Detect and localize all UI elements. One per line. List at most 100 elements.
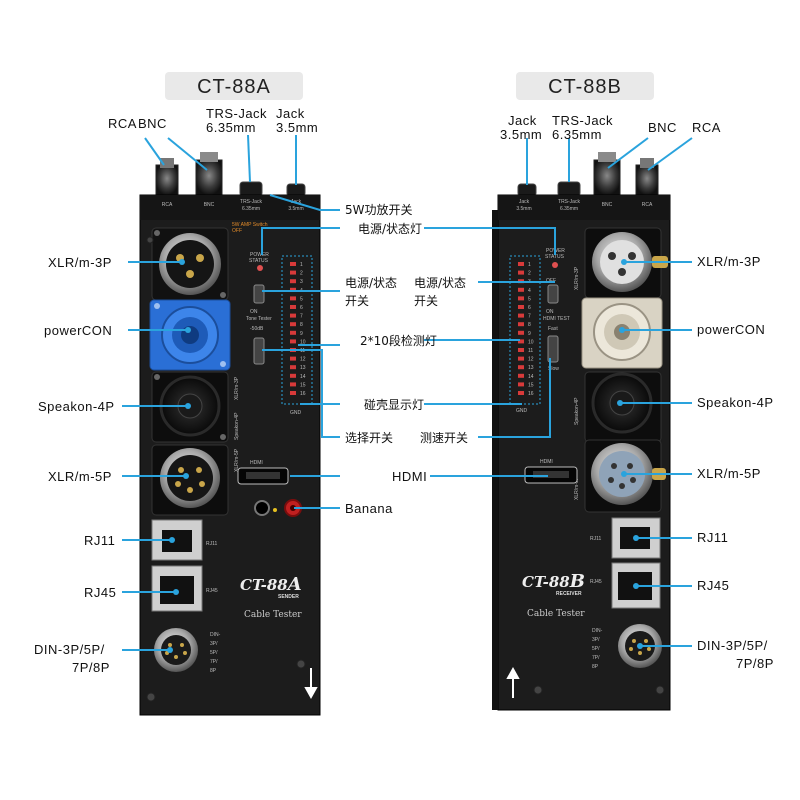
label-b-powercon: powerCON xyxy=(697,322,765,337)
panel-power-text: POWER xyxy=(250,252,269,258)
trs-jack-connector xyxy=(239,181,263,197)
unit-b-led-8 xyxy=(518,322,524,327)
b-panel-rj11-text: RJ11 xyxy=(590,536,602,542)
unit-b-led-number-15: 15 xyxy=(528,382,534,388)
unit-a-led-7 xyxy=(290,313,296,318)
b-panel-xlr5-text: XLR/m-5P xyxy=(574,476,580,500)
b-panel-status-text: STATUS xyxy=(545,254,565,260)
power-switch[interactable] xyxy=(253,284,265,304)
unit-a-led-15 xyxy=(290,382,296,387)
unit-a-led-number-13: 13 xyxy=(300,365,306,371)
label-a-xlr5: XLR/m-5P xyxy=(48,469,112,484)
label-a-trs-size: 6.35mm xyxy=(206,120,256,135)
b-panel-xlr3-text: XLR/m-3P xyxy=(574,266,580,290)
unit-a-brand-suffix: A xyxy=(286,574,302,595)
unit-a-led-1 xyxy=(290,262,296,266)
panel-on-text: ON xyxy=(250,309,258,315)
label-b-xlr5: XLR/m-5P xyxy=(697,466,761,481)
label-a-jack: Jack xyxy=(276,106,305,121)
panel-bnc-text: BNC xyxy=(204,202,215,208)
b-panel-din-text-3: 5P/ xyxy=(592,646,600,652)
unit-a-led-2 xyxy=(290,270,296,275)
b-panel-jack-size-text: 3.5mm xyxy=(516,206,531,212)
unit-b-led-number-14: 14 xyxy=(528,374,534,380)
bnc-connector xyxy=(195,159,223,196)
unit-a-cable-tester: Cable Tester xyxy=(244,610,302,620)
unit-b-led-number-2: 2 xyxy=(528,271,531,277)
unit-a: CT-88A RCA BNC TRS-Jack 6.35mm Jack 3.5m… xyxy=(139,72,321,716)
label-b-trs: TRS-Jack xyxy=(552,113,613,128)
unit-a-led-6 xyxy=(290,305,296,309)
panel-trs-text: TRS-Jack xyxy=(240,199,262,205)
unit-a-led-12 xyxy=(290,356,296,361)
unit-a-brand: CT-88 xyxy=(240,576,288,594)
label-b-speed-switch: 测速开关 xyxy=(420,431,468,445)
b-panel-hdmi-test-text: HDMI TEST xyxy=(543,316,570,322)
unit-b-control-column: POWER STATUS OFF ON HDMI TEST Fast Slow … xyxy=(543,248,580,500)
label-a-rj11: RJ11 xyxy=(84,533,115,548)
unit-b-led-11 xyxy=(518,348,524,352)
label-a-trs: TRS-Jack xyxy=(206,106,267,121)
unit-a-led-4 xyxy=(290,287,296,292)
unit-b-led-9 xyxy=(518,330,524,335)
unit-a-down-arrow xyxy=(304,668,318,700)
unit-a-model-badge xyxy=(165,72,303,100)
panel-gnd-text: GND xyxy=(290,410,302,416)
rca-connector xyxy=(155,164,179,196)
unit-a-led-number-12: 12 xyxy=(300,357,306,363)
b-panel-trs-size-text: 6.35mm xyxy=(560,206,578,212)
label-banana: Banana xyxy=(345,501,393,516)
label-a-power-light: 电源/状态灯 xyxy=(358,222,422,236)
label-b-rj11: RJ11 xyxy=(697,530,728,545)
label-b-speakon: Speakon-4P xyxy=(697,395,774,410)
panel-rca-text: RCA xyxy=(162,202,173,208)
b-panel-trs-text: TRS-Jack xyxy=(558,199,580,205)
unit-a-led-number-1: 1 xyxy=(300,262,303,268)
unit-b-led-2 xyxy=(518,270,524,275)
label-b-xlr3: XLR/m-3P xyxy=(697,254,761,269)
unit-b-led-6 xyxy=(518,305,524,309)
label-a-din-1: DIN-3P/5P/ xyxy=(34,642,105,657)
unit-a-led-number-14: 14 xyxy=(300,374,306,380)
unit-b-led-5 xyxy=(518,296,524,301)
unit-a-xlr5-connector xyxy=(151,444,229,516)
speed-switch[interactable] xyxy=(547,335,559,363)
b-panel-din-text-1: DIN- xyxy=(592,628,603,634)
unit-a-powercon-connector xyxy=(149,299,231,371)
jack-35-connector xyxy=(286,183,306,197)
b-panel-din-text-2: 3P/ xyxy=(592,637,600,643)
b-power-switch[interactable] xyxy=(547,284,559,304)
panel-jack-size-text: 3.5mm xyxy=(288,206,303,212)
label-a-din-2: 7P/8P xyxy=(72,660,110,675)
svg-text:CT-88B: CT-88B xyxy=(522,571,585,592)
unit-b-model-badge xyxy=(516,72,654,100)
unit-a-led-9 xyxy=(290,330,296,335)
label-a-xlr3: XLR/m-3P xyxy=(48,255,112,270)
unit-a-model: CT-88A xyxy=(197,76,271,98)
unit-a-control-column: POWER STATUS ON Tone Tester -50dB XLR/m-… xyxy=(234,252,272,472)
b-panel-rca-text: RCA xyxy=(642,202,653,208)
label-a-power-switch-2: 开关 xyxy=(345,294,369,308)
label-b-jack: Jack xyxy=(508,113,537,128)
unit-b-top-connectors xyxy=(517,152,659,197)
unit-b-led-number-13: 13 xyxy=(528,365,534,371)
unit-b-led-number-12: 12 xyxy=(528,357,534,363)
unit-a-led-13 xyxy=(290,365,296,370)
panel-off-text: OFF xyxy=(232,228,242,234)
unit-a-top-connectors xyxy=(155,152,306,197)
unit-b-led-13 xyxy=(518,365,524,370)
panel-din-text-3: 5P/ xyxy=(210,650,218,656)
unit-a-screws xyxy=(146,236,306,702)
callout-labels: RCA BNC TRS-Jack 6.35mm Jack 3.5mm XLR/m… xyxy=(34,106,774,675)
b-panel-speakon-text: Speakon-4P xyxy=(574,397,580,425)
unit-a-led-number-7: 7 xyxy=(300,314,303,320)
unit-b-led-number-10: 10 xyxy=(528,339,534,345)
panel-rj11-text: RJ11 xyxy=(206,541,218,547)
label-a-led-bar: 2*10段检测灯 xyxy=(360,333,437,348)
unit-a-led-number-2: 2 xyxy=(300,271,303,277)
panel-amp-switch-text: 5W AMP Switch xyxy=(232,222,268,228)
b-panel-din-text-5: 8P xyxy=(592,664,599,670)
unit-a-branding: CT-88A SENDER Cable Tester xyxy=(240,574,302,620)
